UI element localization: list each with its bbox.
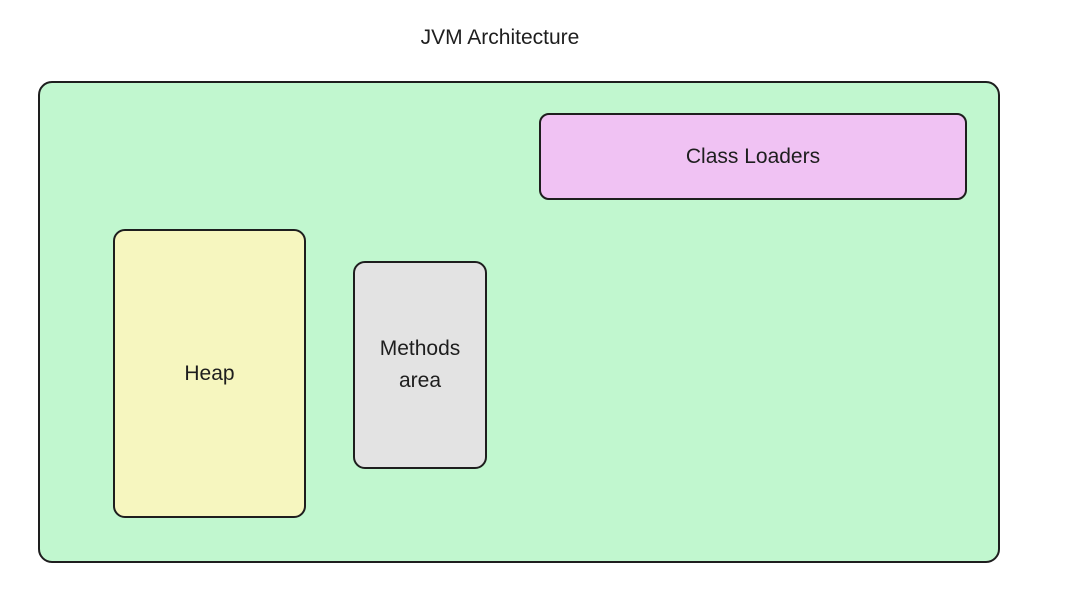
- diagram-title: JVM Architecture: [420, 26, 580, 49]
- methods-area-label: Methods area: [379, 337, 461, 392]
- class-loaders-box: Class Loaders: [539, 113, 967, 200]
- heap-label: Heap: [184, 361, 235, 385]
- class-loaders-label: Class Loaders: [685, 144, 821, 168]
- heap-box: Heap: [113, 229, 306, 518]
- methods-area-box: Methods area: [353, 261, 487, 469]
